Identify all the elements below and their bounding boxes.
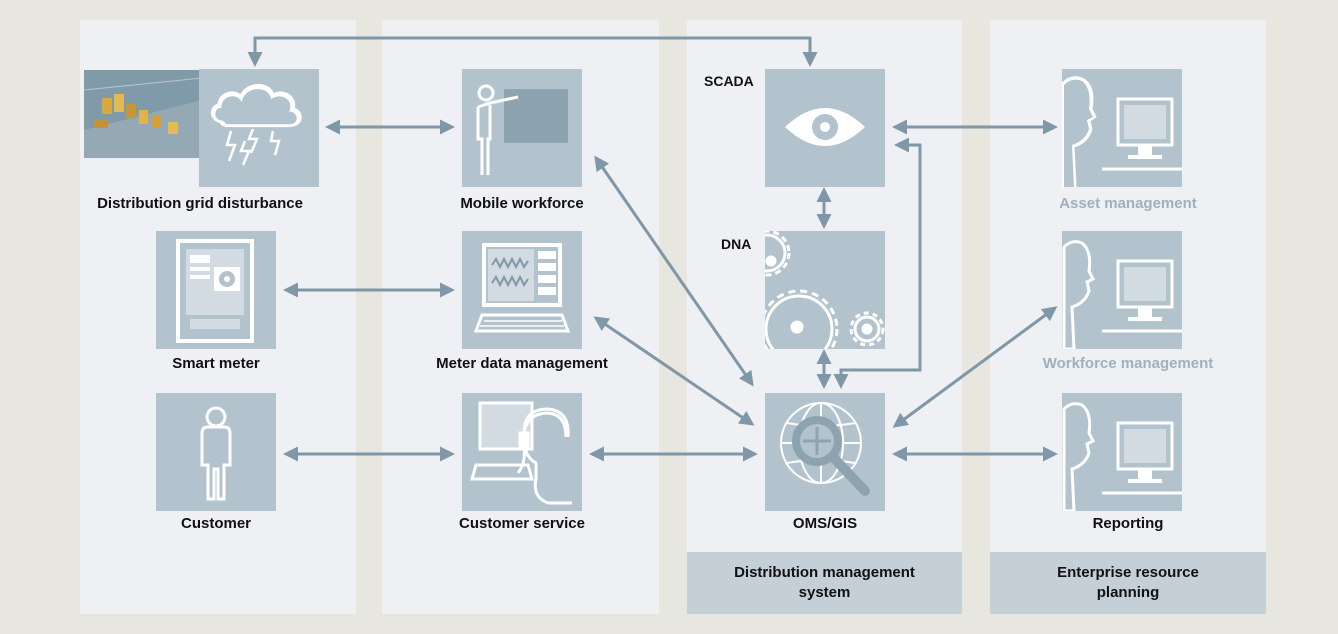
gears-icon [765, 231, 885, 349]
operator-at-monitor-icon [1062, 76, 1182, 187]
meter-data-label: Meter data management [436, 355, 608, 372]
workforce-management-tile [1062, 231, 1182, 349]
reporting-label: Reporting [1092, 515, 1164, 532]
operator-at-monitor-icon [1062, 402, 1182, 511]
customer-service-label: Customer service [459, 515, 585, 532]
scada-tile [765, 69, 885, 187]
reporting-tile [1062, 393, 1182, 511]
substation-photo [84, 70, 202, 158]
grid-disturbance-label: Distribution grid disturbance [97, 195, 303, 212]
asset-management-tile [1062, 69, 1182, 187]
grid-disturbance-tile [199, 69, 319, 187]
smart-meter-tile [156, 231, 276, 349]
mobile-workforce-label: Mobile workforce [460, 195, 584, 212]
dna-tile [765, 231, 885, 349]
dna-label: DNA [721, 236, 752, 252]
person-icon [200, 406, 232, 501]
smart-meter-label: Smart meter [172, 355, 260, 372]
operator-at-monitor-icon [1062, 240, 1182, 349]
customer-label: Customer [180, 515, 251, 532]
dms-footer-line1: Distribution management [734, 564, 915, 581]
oms-gis-tile [765, 393, 885, 511]
oms-gis-label: OMS/GIS [792, 515, 858, 532]
workforce-management-label: Workforce management [1042, 355, 1214, 372]
eye-icon [785, 108, 865, 146]
asset-management-label: Asset management [1059, 195, 1197, 212]
meter-data-tile [462, 231, 582, 349]
erp-footer: Enterprise resource planning [990, 552, 1266, 614]
headset-agent-icon [470, 401, 572, 505]
monitor-icon [473, 243, 571, 333]
dms-footer-line2: system [798, 584, 851, 601]
smart-meter-icon [176, 239, 254, 343]
erp-footer-label: Enterprise resource planning [1057, 564, 1199, 601]
scada-label: SCADA [704, 73, 754, 89]
dms-footer: Distribution management system [687, 552, 962, 614]
customer-tile [156, 393, 276, 511]
customer-service-tile [462, 393, 582, 511]
mobile-workforce-tile [462, 69, 582, 187]
